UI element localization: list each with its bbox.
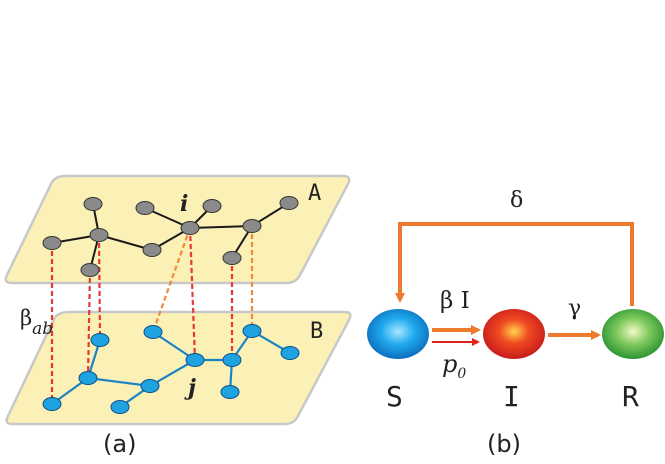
node-a-11 (222, 251, 242, 265)
node-a-4 (80, 263, 100, 277)
state-s-label: S (386, 380, 403, 413)
p0-label: p0 (442, 350, 466, 382)
layer-a-label: A (308, 181, 321, 206)
state-r-label: R (622, 380, 639, 413)
compartment-s (367, 309, 429, 359)
layer-a-plane (4, 174, 351, 285)
node-b-3 (90, 333, 110, 347)
node-b-2 (78, 371, 98, 385)
node-b-4 (140, 379, 160, 393)
node-b-5 (110, 400, 130, 414)
node-a-i (180, 221, 200, 235)
state-i-label: I (503, 380, 520, 413)
node-i-label: i (180, 191, 188, 217)
delta-arrow (395, 222, 634, 306)
node-b-9 (220, 385, 240, 399)
node-b-10 (242, 324, 262, 338)
layer-b-label: B (310, 319, 323, 344)
node-a-6 (135, 201, 155, 215)
beta-ab-label: βab (20, 306, 53, 339)
layer-a-nodes (42, 196, 299, 277)
node-b-8 (222, 353, 242, 367)
gamma-label: γ (568, 296, 581, 321)
node-a-9 (242, 219, 262, 233)
node-a-5 (142, 243, 162, 257)
panel-a-caption: (a) (103, 430, 136, 458)
compartment-i (483, 309, 545, 359)
node-a-8 (202, 199, 222, 213)
node-b-1 (42, 397, 62, 411)
panel-b-caption: (b) (487, 430, 521, 458)
compartment-r (602, 309, 664, 359)
node-a-2 (89, 228, 109, 242)
beta-i-label: β I (440, 288, 470, 314)
panel-b: δ β I p0 γ S I R (b) (367, 188, 664, 458)
node-b-j (185, 353, 205, 367)
node-a-10 (279, 196, 299, 210)
delta-label: δ (510, 188, 523, 213)
node-a-1 (42, 236, 62, 250)
node-b-11 (280, 346, 300, 360)
layer-b-nodes (42, 324, 300, 414)
node-a-3 (83, 197, 103, 211)
node-b-6 (143, 325, 163, 339)
panel-a: A B i j βab (a) (4, 174, 352, 458)
interlayer-links (50, 226, 254, 404)
